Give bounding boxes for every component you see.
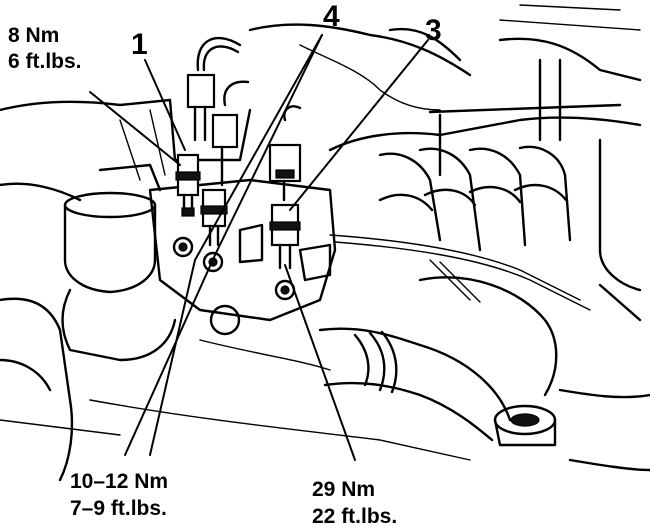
lower-hose	[89, 276, 650, 472]
callout-number-4: 4	[323, 0, 340, 33]
leader-torque-3	[284, 264, 356, 461]
torque-imperial-4: 7–9 ft.lbs.	[70, 497, 167, 520]
leader-callout-4-a	[149, 34, 323, 456]
engine-block	[0, 98, 252, 482]
leader-callout-3	[289, 39, 429, 211]
sensor-1	[175, 36, 242, 217]
sensor-3	[268, 105, 302, 270]
callout-number-1: 1	[131, 28, 148, 61]
torque-imperial-3: 22 ft.lbs.	[312, 505, 398, 528]
torque-metric-3: 29 Nm	[312, 478, 376, 501]
torque-metric-4: 10–12 Nm	[70, 470, 169, 493]
thermostat-housing	[148, 178, 337, 336]
torque-metric-1: 8 Nm	[8, 24, 60, 47]
sensor-4	[200, 80, 250, 247]
callout-number-3: 3	[425, 14, 442, 47]
leader-lines	[89, 34, 429, 461]
torque-imperial-1: 6 ft.lbs.	[8, 50, 82, 73]
leader-torque-1	[89, 91, 181, 166]
leader-callout-1	[144, 59, 186, 151]
leader-callout-4-b	[124, 34, 323, 456]
intake-manifold	[248, 4, 642, 322]
